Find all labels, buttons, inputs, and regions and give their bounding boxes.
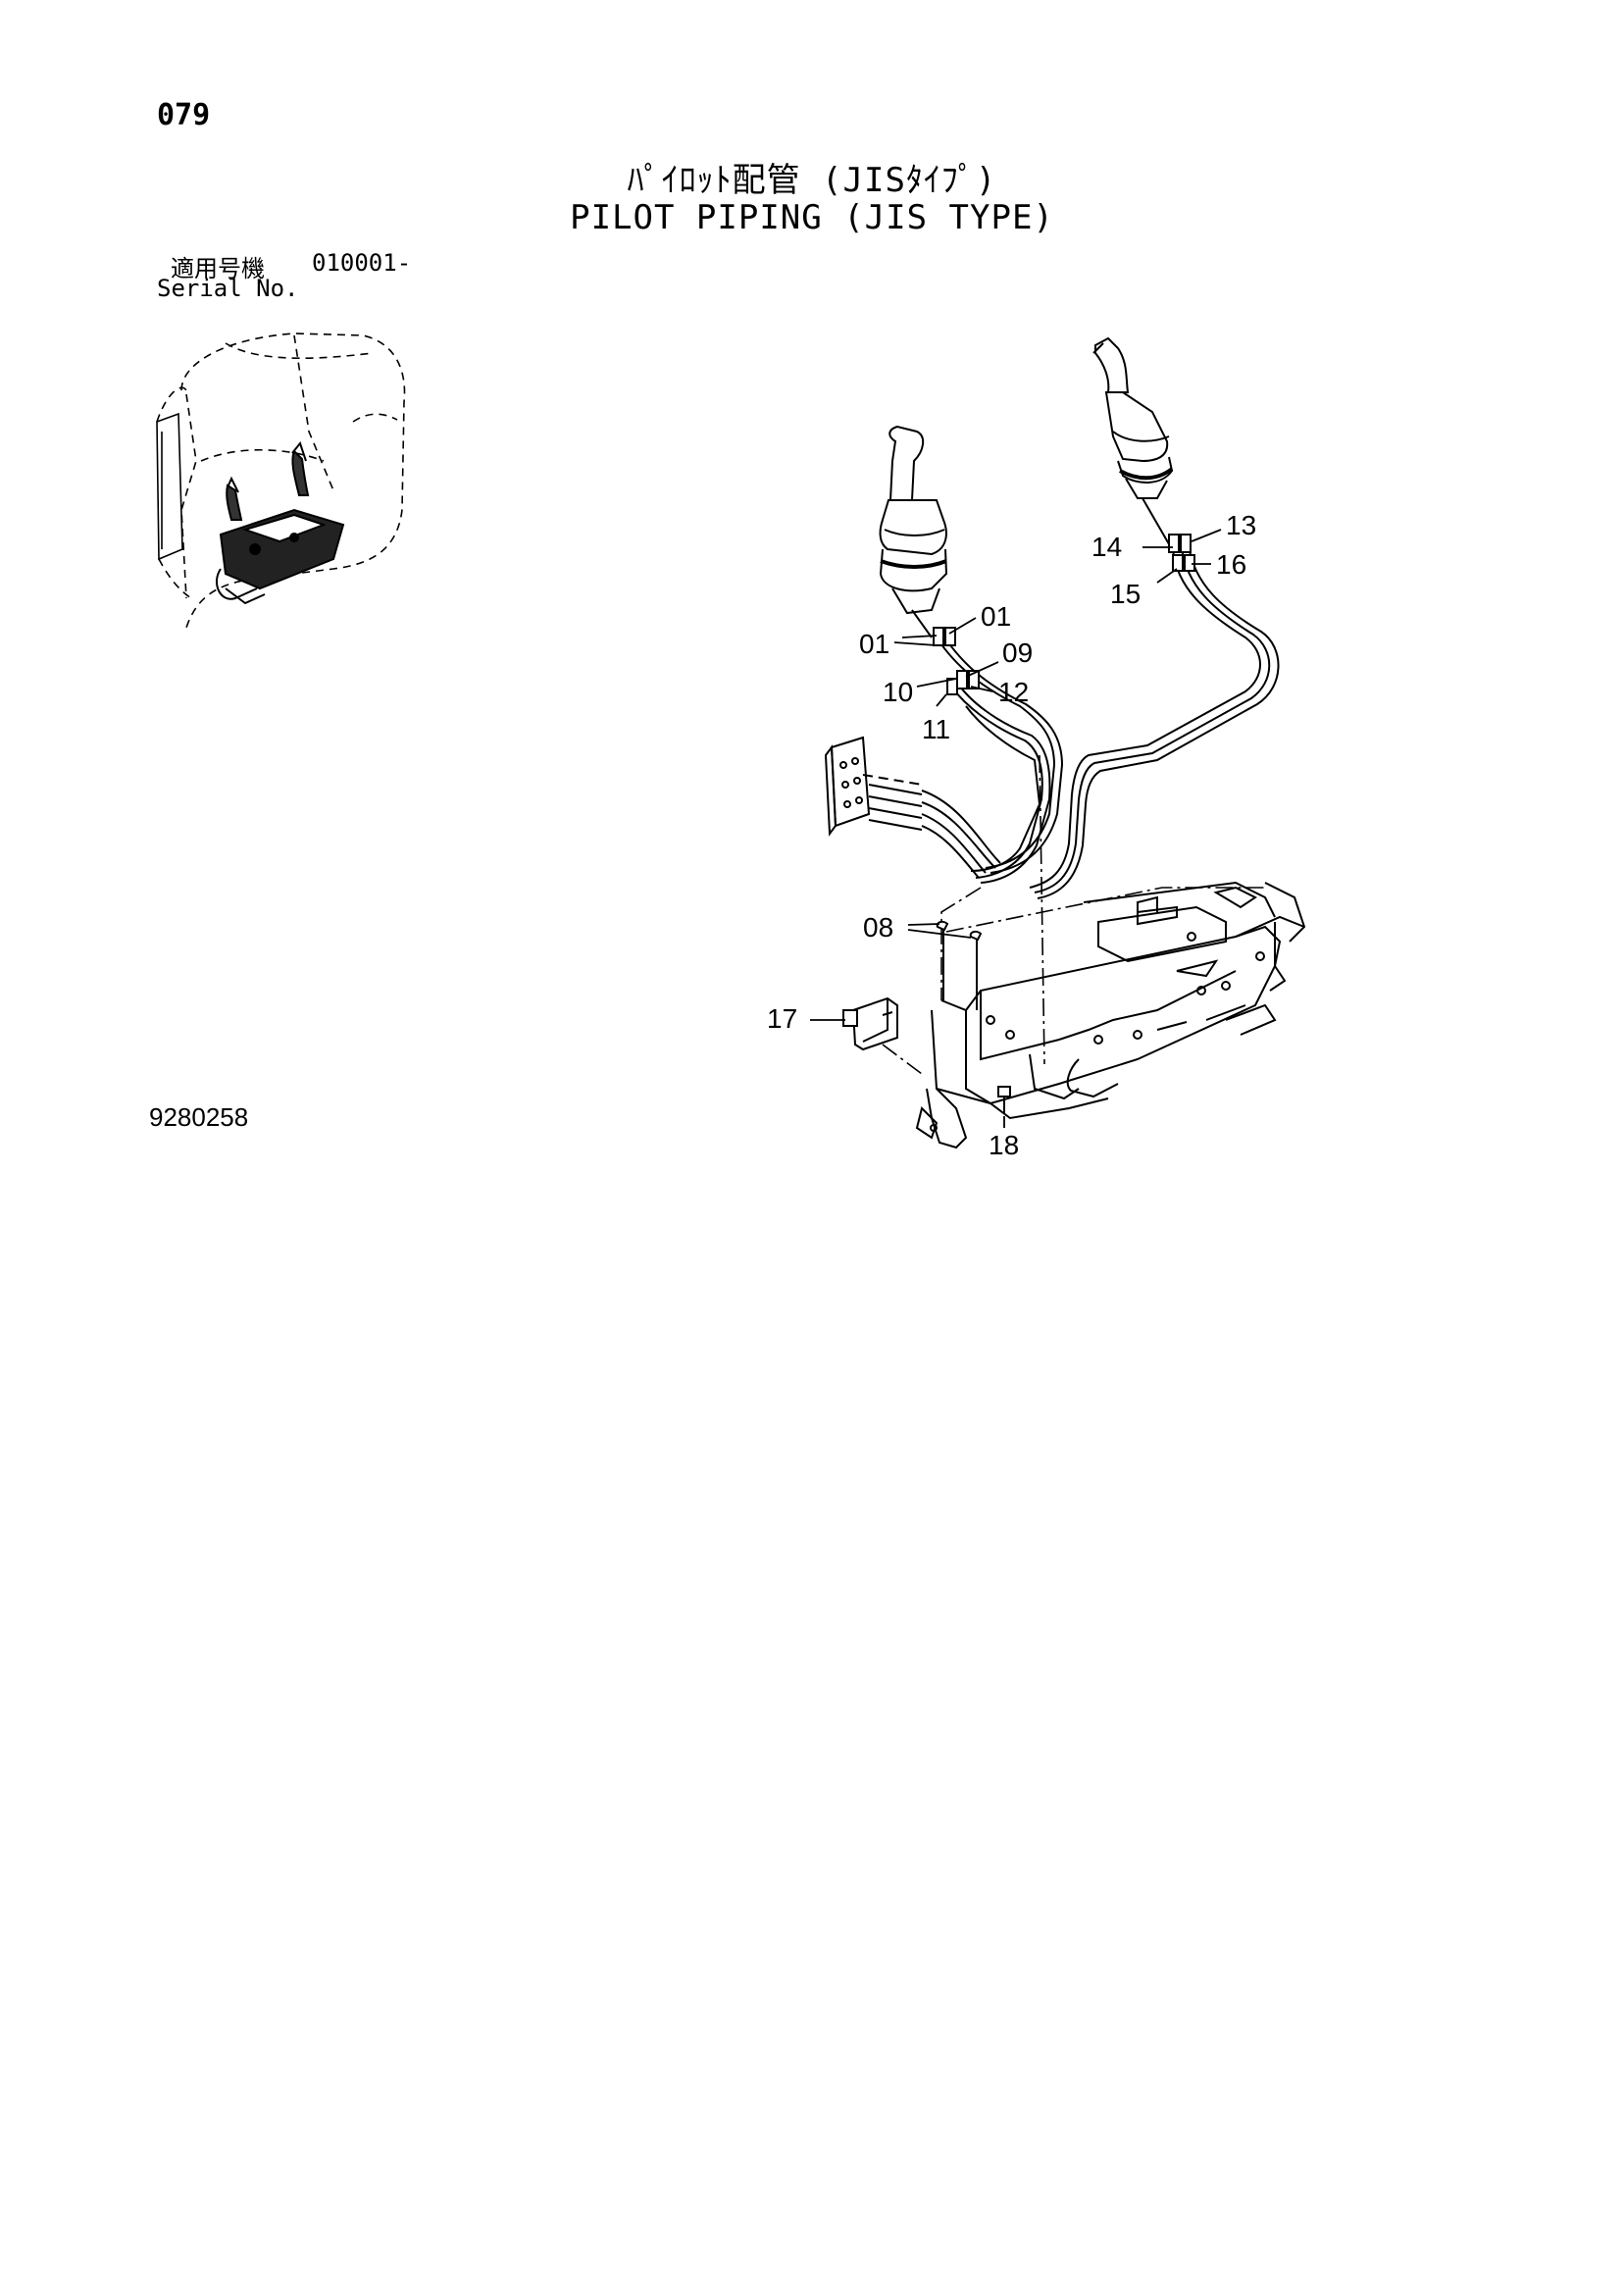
callout-10: 10	[883, 677, 914, 707]
left-lever-hoses	[936, 635, 1064, 884]
callout-01-left: 01	[859, 629, 890, 659]
console-left-bracket	[915, 1009, 991, 1149]
serial-label-english: Serial No.	[157, 275, 299, 302]
callout-13: 13	[1226, 510, 1257, 540]
part-17-cover	[842, 996, 898, 1051]
callout-01-right: 01	[981, 601, 1012, 632]
right-hose-fittings	[1168, 534, 1195, 572]
drawing-number: 9280258	[149, 1102, 249, 1132]
callout-leaders	[810, 529, 1222, 1128]
callout-09: 09	[1002, 638, 1034, 668]
callout-14: 14	[1091, 532, 1123, 562]
left-hose-fittings	[933, 627, 980, 695]
console-base-frame	[940, 881, 1306, 1120]
callout-18: 18	[989, 1130, 1020, 1160]
left-control-lever	[879, 425, 948, 638]
assembly-center-lines	[882, 754, 1265, 1075]
callout-17: 17	[767, 1003, 798, 1034]
right-lever-hoses	[1029, 544, 1280, 899]
callout-11: 11	[922, 714, 951, 744]
page-number: 079	[157, 98, 211, 132]
right-control-lever	[1092, 336, 1174, 550]
serial-number: 010001-	[312, 249, 412, 277]
title-japanese: ﾊﾟｲﾛｯﾄ配管 (JISﾀｲﾌﾟ)	[627, 161, 997, 200]
serial-label-japanese: 適用号機	[171, 255, 265, 282]
pilot-manifold-block	[824, 736, 1001, 879]
callout-15: 15	[1110, 579, 1142, 609]
title-english: PILOT PIPING (JIS TYPE)	[570, 198, 1054, 237]
console-right-bracket	[1137, 895, 1287, 1036]
callout-16: 16	[1216, 549, 1247, 580]
callout-08: 08	[863, 912, 894, 943]
part-18-bolt	[997, 1086, 1011, 1114]
callout-12: 12	[998, 677, 1030, 707]
part-08-clips	[936, 920, 983, 1010]
